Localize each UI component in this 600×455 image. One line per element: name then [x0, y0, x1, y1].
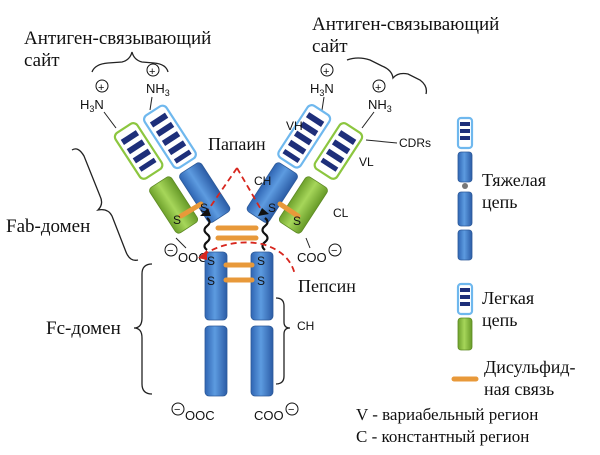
- minus-circle: [171, 402, 185, 416]
- svg-text:−: −: [331, 245, 337, 257]
- ch-lower-label: CH: [297, 319, 314, 333]
- right-fab-disulfide: [277, 201, 301, 219]
- left-heavy-constant-domain: [179, 162, 231, 223]
- papain-cleavage-left: [205, 167, 238, 214]
- s-label: S: [293, 214, 301, 228]
- plus-circle: [372, 79, 386, 93]
- legend-v-region: V - вариабельный регион: [356, 405, 538, 424]
- legend-light-chain-icon: [456, 282, 474, 351]
- legend-heavy-chain-label-2: цепь: [482, 192, 517, 212]
- legend-disulfide-label: Дисульфид-: [484, 357, 576, 377]
- svg-text:−: −: [174, 404, 180, 416]
- ch-upper-label: CH: [254, 174, 271, 188]
- plus-circle: [320, 63, 334, 77]
- h3n-label: H3N: [80, 97, 104, 114]
- antigen-site-right-label: Антиген-связывающий: [312, 14, 499, 35]
- pepsin-cleavage: [202, 241, 296, 276]
- s-label: S: [207, 274, 215, 288]
- right-light-constant-domain: [278, 176, 328, 234]
- cl-label: CL: [333, 206, 349, 220]
- left-ooc-label: OOC: [178, 250, 208, 265]
- legend-heavy-chain-label: Тяжелая: [482, 170, 546, 190]
- s-label: S: [257, 274, 265, 288]
- s-label: S: [257, 254, 265, 268]
- minus-circle: [328, 243, 342, 257]
- nh3-label: NH3: [146, 81, 170, 98]
- papain-label: Папаин: [208, 134, 266, 154]
- legend: Тяжелая цепь Легкая цепь Дисульфид- ная …: [356, 116, 576, 446]
- svg-text:+: +: [149, 66, 155, 78]
- left-heavy-variable-domain: [142, 104, 197, 170]
- legend-disulfide-label-2: ная связь: [484, 379, 554, 399]
- antigen-site-left-label-2: сайт: [24, 50, 60, 71]
- left-fab-disulfide: [178, 201, 204, 219]
- pepsin-arrow: [198, 250, 207, 260]
- right-amino-groups: + H3N + NH3: [310, 63, 392, 129]
- bottom-ooc-label: OOC: [185, 408, 215, 423]
- s-label: S: [207, 254, 215, 268]
- fab-domain-label: Fab-домен: [6, 216, 90, 237]
- legend-light-chain-label: Легкая: [482, 288, 534, 308]
- vl-label: VL: [359, 155, 374, 169]
- left-light-constant-domain: [149, 176, 199, 234]
- left-amino-groups: + H3N + NH3: [80, 63, 170, 129]
- plus-circle: [146, 63, 160, 77]
- s-label: S: [200, 201, 208, 215]
- minus-circle: [164, 243, 178, 257]
- fc-domain-label: Fc-домен: [46, 318, 121, 339]
- svg-text:−: −: [167, 245, 173, 257]
- left-hinge-coil: [203, 217, 211, 251]
- svg-text:+: +: [98, 82, 104, 94]
- vh-label: VH: [286, 119, 303, 133]
- plus-circle: [95, 79, 109, 93]
- antigen-site-left-bracket: [91, 51, 169, 73]
- fc-left-ch3-domain: [204, 325, 228, 397]
- legend-light-chain-label-2: цепь: [482, 310, 517, 330]
- right-heavy-variable-domain: [277, 104, 332, 169]
- antigen-site-right-label-2: сайт: [312, 36, 348, 57]
- svg-text:+: +: [375, 82, 381, 94]
- right-coo-label: COO: [297, 250, 327, 265]
- minus-circle: [285, 402, 299, 416]
- papain-cleavage-right: [236, 167, 264, 214]
- bottom-coo-label: COO: [254, 408, 284, 423]
- h3n-label: H3N: [310, 81, 334, 98]
- fc-bracket-left: [133, 263, 153, 395]
- pepsin-label: Пепсин: [298, 276, 356, 296]
- s-label: S: [173, 213, 181, 227]
- nh3-label: NH3: [368, 97, 392, 114]
- antigen-site-left-label: Антиген-связывающий: [24, 28, 211, 49]
- papain-arrow-left: [200, 208, 211, 216]
- svg-text:−: −: [288, 404, 294, 416]
- left-light-variable-domain: [113, 122, 164, 180]
- legend-c-region: C - константный регион: [356, 427, 529, 446]
- svg-text:+: +: [323, 66, 329, 78]
- fc-right-ch2-domain: [250, 251, 274, 321]
- s-label: S: [268, 201, 276, 215]
- legend-heavy-chain-icon: [456, 116, 474, 261]
- cdrs-label: CDRs: [399, 136, 431, 150]
- fc-left-ch2-domain: [204, 251, 228, 321]
- fc-bracket-right: [275, 297, 291, 385]
- antigen-site-right-bracket: [346, 57, 428, 95]
- papain-arrow-right: [258, 208, 269, 216]
- fab-bracket: [71, 148, 139, 261]
- fc-right-ch3-domain: [250, 325, 274, 397]
- right-light-variable-domain: [313, 122, 364, 180]
